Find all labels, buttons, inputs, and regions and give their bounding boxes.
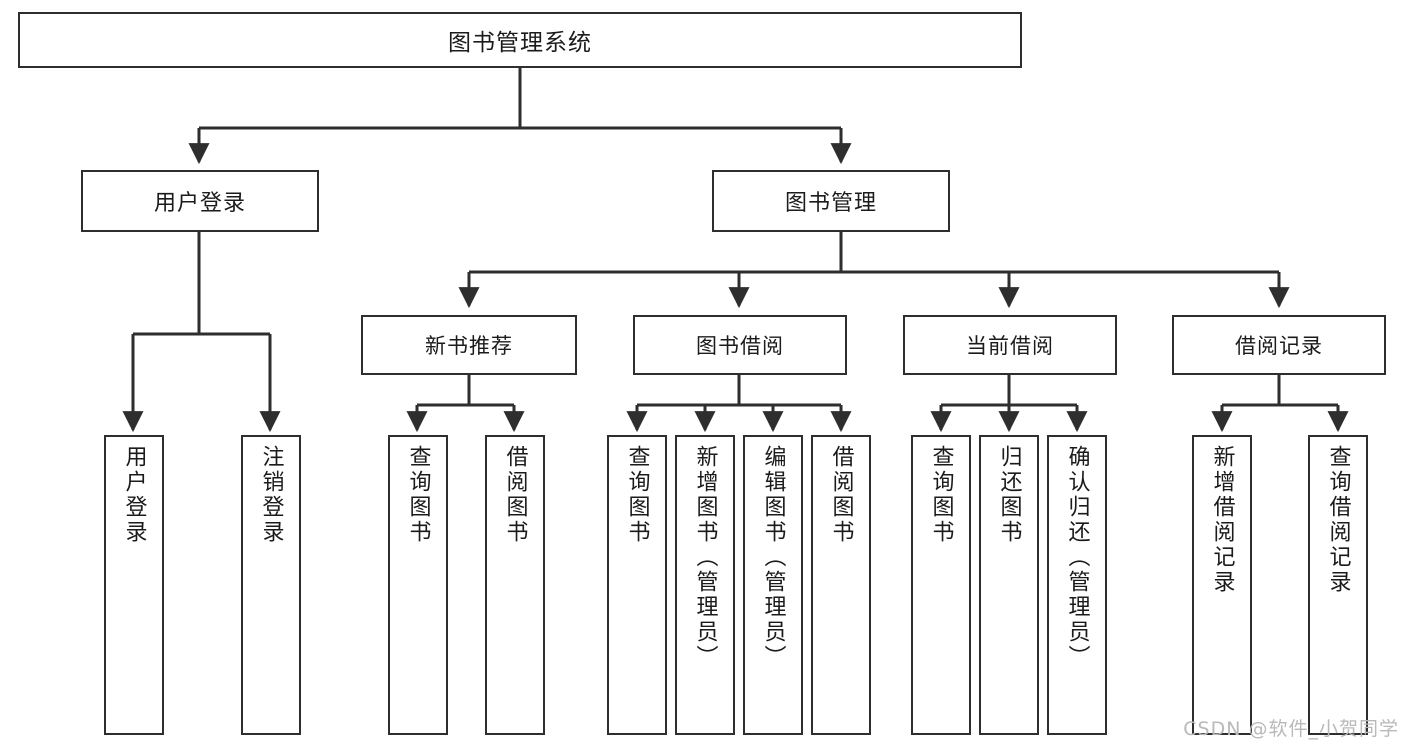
node-root-label: 图书管理系统 — [448, 30, 592, 56]
node-new-book-recommend[interactable]: 新书推荐 — [361, 315, 577, 375]
leaf-label: 编辑图书（管理员） — [760, 445, 786, 670]
leaf-current-borrow-return[interactable]: 归还图书 — [979, 435, 1039, 735]
node-current-borrow[interactable]: 当前借阅 — [903, 315, 1117, 375]
node-new-book-recommend-label: 新书推荐 — [425, 334, 513, 358]
leaf-current-borrow-query[interactable]: 查询图书 — [911, 435, 971, 735]
leaf-user-login-logout[interactable]: 注销登录 — [241, 435, 301, 735]
leaf-book-borrow-borrow[interactable]: 借阅图书 — [811, 435, 871, 735]
leaf-label: 用户登录 — [121, 445, 147, 545]
node-root[interactable]: 图书管理系统 — [18, 12, 1022, 68]
node-book-management[interactable]: 图书管理 — [712, 170, 950, 232]
watermark-text: CSDN @软件_小贺同学 — [1183, 718, 1399, 740]
leaf-book-borrow-add[interactable]: 新增图书（管理员） — [675, 435, 735, 735]
leaf-label: 查询借阅记录 — [1325, 445, 1351, 595]
leaf-label: 查询图书 — [624, 445, 650, 545]
node-book-borrow[interactable]: 图书借阅 — [633, 315, 847, 375]
leaf-borrow-record-query[interactable]: 查询借阅记录 — [1308, 435, 1368, 735]
node-book-borrow-label: 图书借阅 — [696, 334, 784, 358]
leaf-label: 借阅图书 — [502, 445, 528, 545]
node-borrow-record[interactable]: 借阅记录 — [1172, 315, 1386, 375]
leaf-label: 查询图书 — [405, 445, 431, 545]
node-borrow-record-label: 借阅记录 — [1235, 334, 1323, 358]
leaf-book-borrow-edit[interactable]: 编辑图书（管理员） — [743, 435, 803, 735]
leaf-label: 确认归还（管理员） — [1064, 445, 1090, 670]
leaf-current-borrow-confirm-return[interactable]: 确认归还（管理员） — [1047, 435, 1107, 735]
leaf-user-login-login[interactable]: 用户登录 — [104, 435, 164, 735]
leaf-label: 新增图书（管理员） — [692, 445, 718, 670]
leaf-label: 归还图书 — [996, 445, 1022, 545]
node-user-login[interactable]: 用户登录 — [81, 170, 319, 232]
node-book-management-label: 图书管理 — [784, 191, 877, 216]
leaf-borrow-record-add[interactable]: 新增借阅记录 — [1192, 435, 1252, 735]
leaf-book-borrow-query[interactable]: 查询图书 — [607, 435, 667, 735]
leaf-label: 注销登录 — [258, 445, 284, 545]
leaf-label: 新增借阅记录 — [1209, 445, 1235, 595]
leaf-label: 借阅图书 — [828, 445, 854, 545]
leaf-new-book-borrow[interactable]: 借阅图书 — [485, 435, 545, 735]
leaf-new-book-query[interactable]: 查询图书 — [388, 435, 448, 735]
leaf-label: 查询图书 — [928, 445, 954, 545]
node-current-borrow-label: 当前借阅 — [966, 334, 1054, 358]
node-user-login-label: 用户登录 — [153, 191, 246, 216]
